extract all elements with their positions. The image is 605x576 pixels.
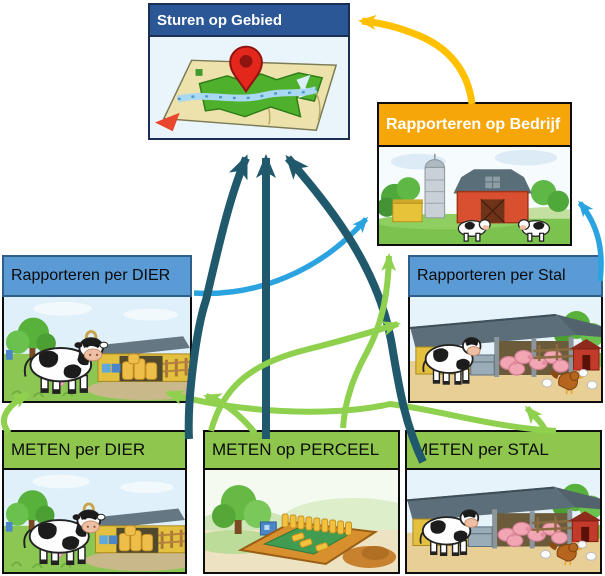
- box-rapporteren-op-bedrijf: Rapporteren op Bedrijf: [377, 102, 572, 246]
- box-rapporteren-per-stal-label: Rapporteren per Stal: [417, 267, 566, 284]
- field-parcel-hay-bales-illustration: [203, 470, 400, 574]
- cow-with-shed-illustration: [2, 297, 192, 403]
- box-rapporteren-per-stal: Rapporteren per Stal: [408, 255, 603, 403]
- box-sturen-op-gebied-label: Sturen op Gebied: [157, 11, 283, 29]
- stable-pigs-chickens-illustration: [405, 470, 602, 574]
- box-meten-per-stal-label: METEN per STAL: [414, 440, 549, 459]
- box-meten-per-dier-label: METEN per DIER: [11, 440, 146, 459]
- box-meten-per-stal-header: METEN per STAL: [405, 430, 602, 470]
- box-meten-per-dier-header: METEN per DIER: [2, 430, 187, 470]
- cow-with-shed-illustration: [2, 470, 187, 574]
- box-sturen-op-gebied: Sturen op Gebied: [148, 3, 350, 140]
- box-meten-op-perceel-label: METEN op PERCEEL: [212, 440, 380, 459]
- map-with-location-pin-illustration: [150, 35, 348, 138]
- arrow-rapporteren-op-bedrijf-to-sturen-op-gebied: [358, 14, 476, 105]
- box-rapporteren-op-bedrijf-label: Rapporteren op Bedrijf: [386, 115, 561, 133]
- box-meten-op-perceel: METEN op PERCEEL: [203, 430, 400, 574]
- box-rapporteren-per-dier-header: Rapporteren per DIER: [2, 255, 192, 297]
- box-rapporteren-per-stal-header: Rapporteren per Stal: [408, 255, 603, 297]
- box-rapporteren-per-dier-label: Rapporteren per DIER: [11, 267, 171, 284]
- arrow-meten-op-perceel-to-rapporteren-per-dier: [203, 393, 258, 435]
- box-meten-op-perceel-header: METEN op PERCEEL: [203, 430, 400, 470]
- box-rapporteren-op-bedrijf-header: Rapporteren op Bedrijf: [379, 104, 570, 145]
- box-rapporteren-per-dier: Rapporteren per DIER: [2, 255, 192, 403]
- arrow-rapporteren-per-dier-to-rapporteren-op-bedrijf: [193, 216, 369, 297]
- farm-barn-silo-cows-illustration: [379, 145, 570, 244]
- stable-pigs-chickens-illustration: [408, 297, 603, 403]
- arrow-meten-per-dier-to-sturen-op-gebied: [184, 154, 250, 440]
- box-sturen-op-gebied-header: Sturen op Gebied: [150, 5, 348, 35]
- box-meten-per-dier: METEN per DIER: [2, 430, 187, 574]
- arrow-meten-op-perceel-to-rapporteren-per-stal: [208, 321, 401, 432]
- arrow-meten-op-perceel-to-rapporteren-op-bedrijf: [340, 253, 397, 429]
- box-meten-per-stal: METEN per STAL: [405, 430, 602, 574]
- arrow-meten-per-stal-to-rapporteren-per-stal: [524, 405, 549, 434]
